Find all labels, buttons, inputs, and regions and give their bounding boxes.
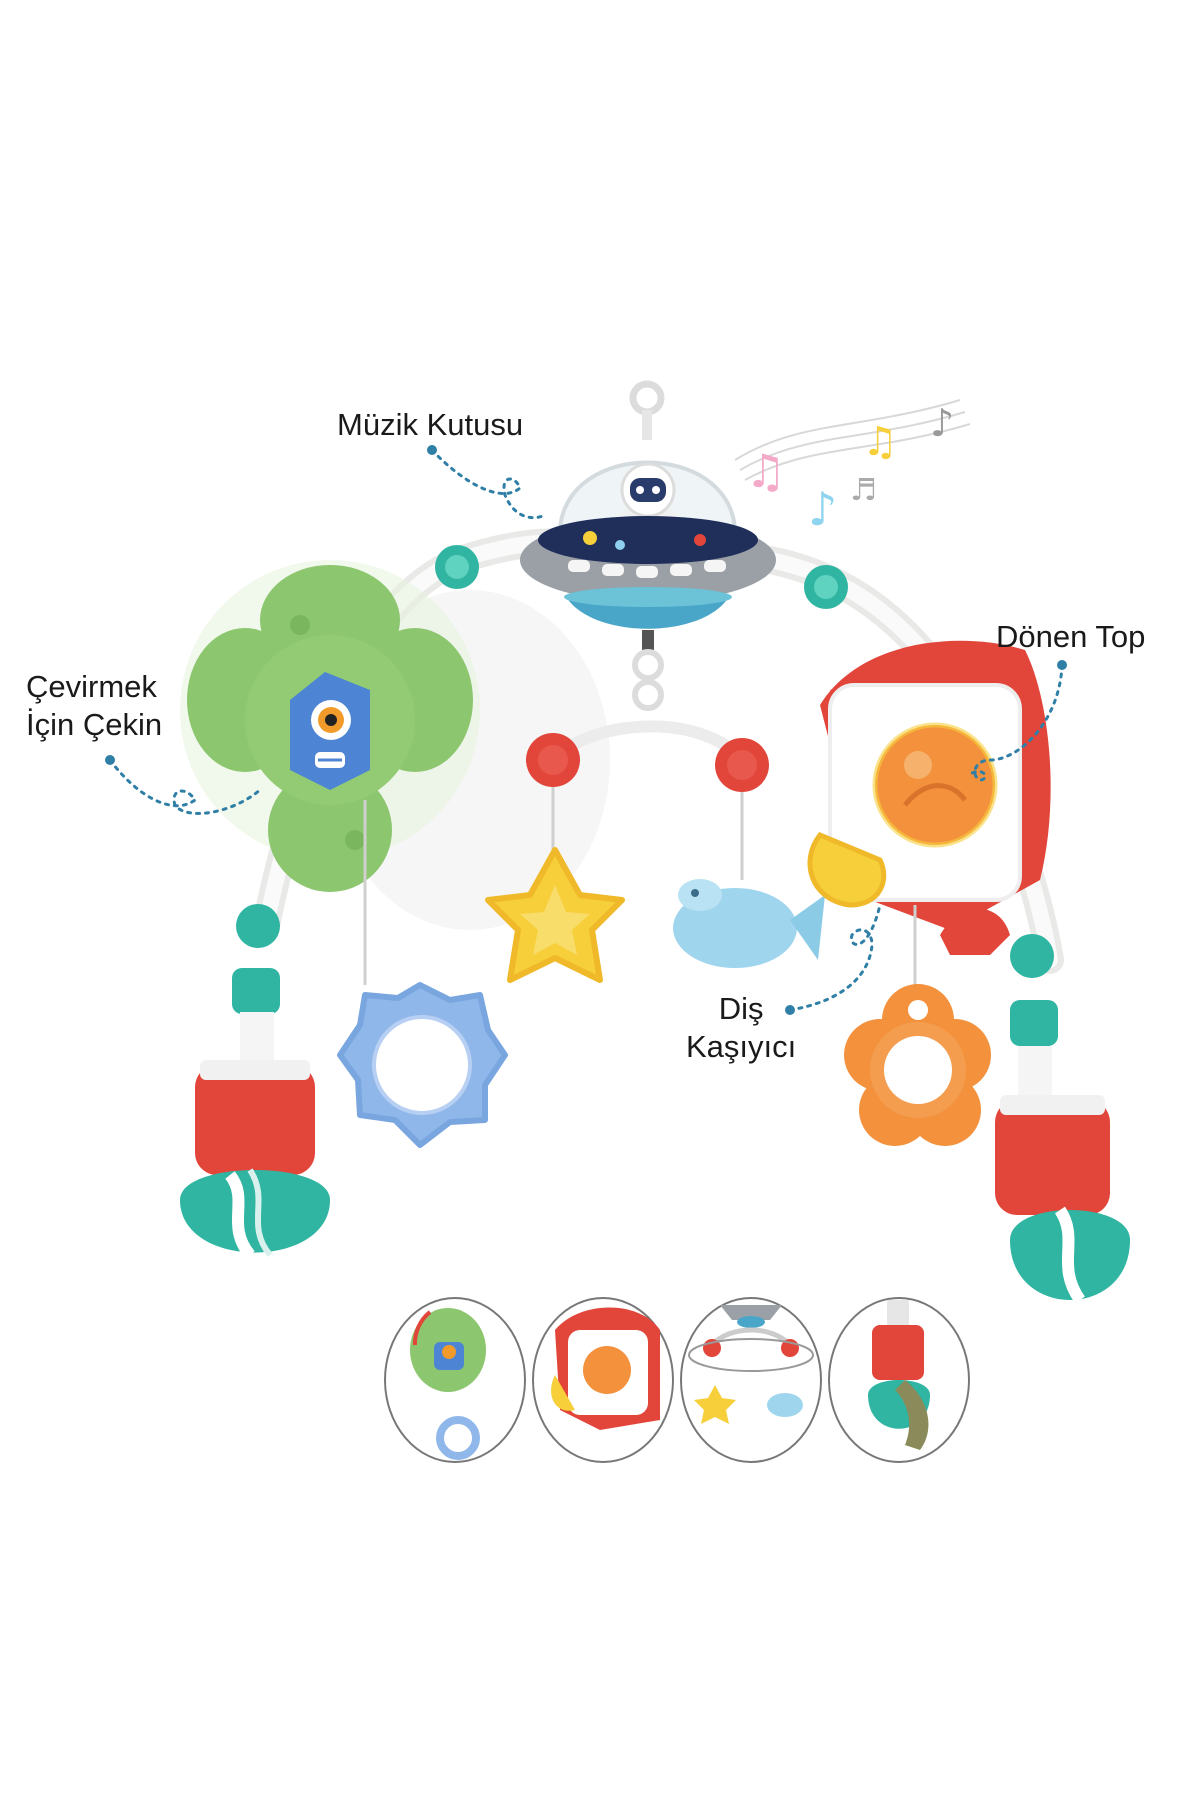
star-teether-icon — [485, 847, 625, 983]
label-muzik-kutusu-text: Müzik Kutusu — [337, 407, 524, 442]
label-dis-line2: Kaşıyıcı — [686, 1029, 797, 1064]
detail-oval-mobile — [680, 1297, 822, 1463]
mobile-sub-arch — [526, 720, 769, 880]
blue-ring-teether-icon — [337, 982, 508, 1148]
label-donen-top: Dönen Top — [996, 618, 1145, 656]
detail-oval-clamp — [828, 1297, 970, 1463]
detail-oval-spinner — [384, 1297, 526, 1463]
svg-text:♪: ♪ — [930, 401, 954, 445]
svg-text:♪: ♪ — [808, 482, 837, 536]
rocket-spinning-ball-icon — [807, 640, 1051, 1000]
label-cevirmek-line1: Çevirmek — [26, 669, 157, 704]
callout-lines — [108, 448, 1064, 1012]
spinner-flower-icon — [180, 560, 480, 985]
fish-teether-icon — [673, 879, 825, 968]
clamp-clip-icon — [995, 1000, 1130, 1304]
label-dis-kasiyici: Diş Kaşıyıcı — [686, 990, 796, 1066]
label-muzik-kutusu: Müzik Kutusu — [337, 406, 523, 444]
label-cevirmek-line2: İçin Çekin — [26, 707, 163, 742]
music-notes-icon: ♫ ♪ ♫ ♪ ♬ — [734, 399, 971, 536]
orange-flower-teether-icon — [844, 984, 991, 1146]
label-dis-line1: Diş — [718, 991, 764, 1026]
clamp-clip-icon — [180, 968, 330, 1259]
svg-text:♫: ♫ — [745, 444, 786, 498]
detail-oval-rocket — [532, 1297, 674, 1463]
label-donen-top-text: Dönen Top — [996, 619, 1146, 654]
music-box-ufo-icon — [520, 380, 776, 711]
svg-text:♬: ♬ — [850, 473, 877, 508]
label-cevirmek-icin-cekin: Çevirmek İçin Çekin — [26, 668, 162, 744]
svg-text:♫: ♫ — [862, 419, 898, 465]
